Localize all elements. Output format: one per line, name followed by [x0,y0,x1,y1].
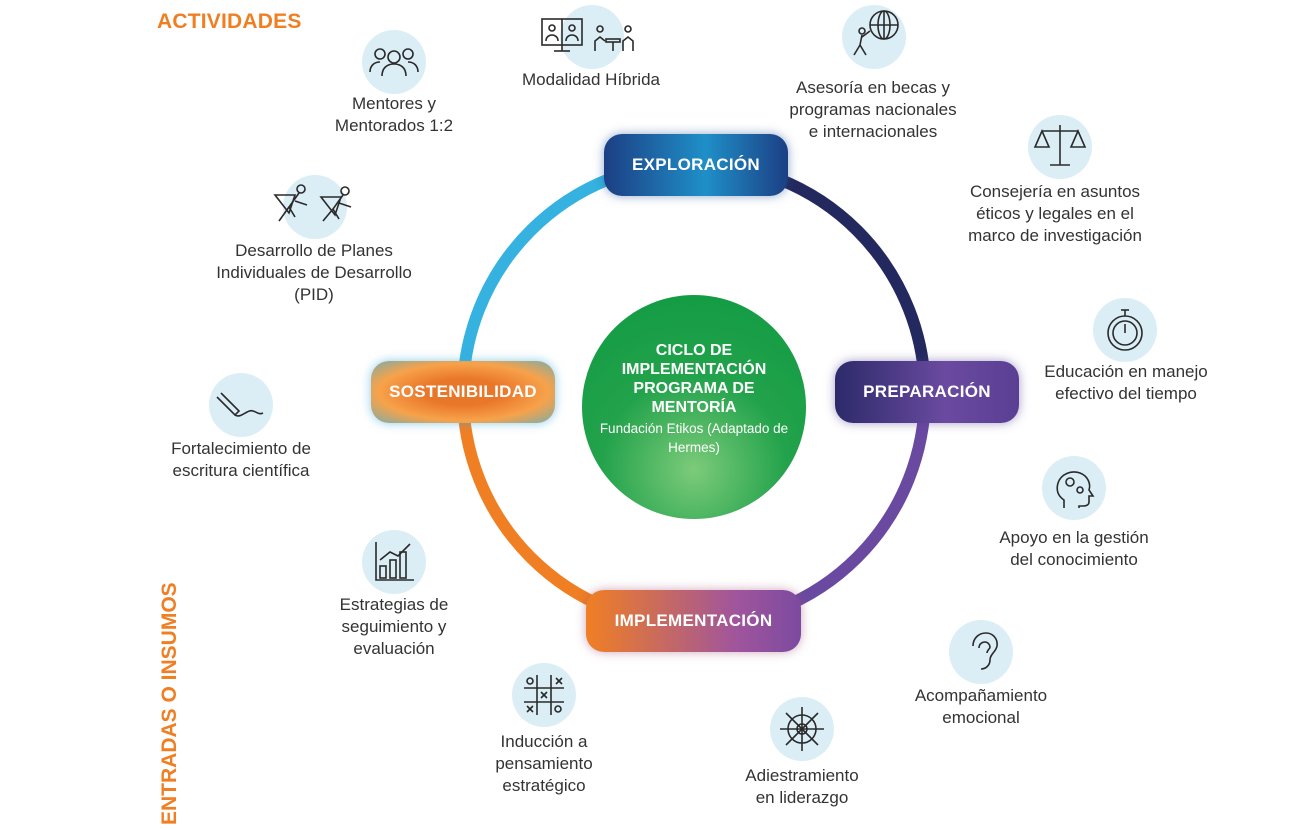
ear-icon [949,620,1013,684]
pen-signature-icon [209,373,273,437]
people-group-icon [362,30,426,94]
cycle-center: CICLO DE IMPLEMENTACIÓN PROGRAMA DE MENT… [582,295,806,519]
bar-chart-icon [362,530,426,594]
stage-sostenibilidad: SOSTENIBILIDAD [371,361,555,423]
activity-label-hibrida: Modalidad Híbrida [522,70,660,89]
center-subtitle: Fundación Etikos (Adaptado de Hermes) [599,421,789,455]
actividades-title: ACTIVIDADES [157,10,302,33]
entradas-title: ENTRADAS O INSUMOS [158,582,181,825]
stage-preparacion: PREPARACIÓN [835,361,1019,423]
video-conference-icon [541,5,634,69]
center-title: CICLO DE IMPLEMENTACIÓN PROGRAMA DE MENT… [621,342,767,416]
head-gears-icon [1042,456,1106,520]
stopwatch-icon [1093,298,1157,362]
stage-exploracion: EXPLORACIÓN [604,134,788,196]
ship-wheel-icon [770,697,834,761]
stage-implementacion: IMPLEMENTACIÓN [586,590,801,652]
superheroes-icon [273,175,352,239]
scales-icon [1028,115,1092,179]
tic-tac-toe-icon [512,663,576,727]
globe-person-icon [842,5,906,69]
